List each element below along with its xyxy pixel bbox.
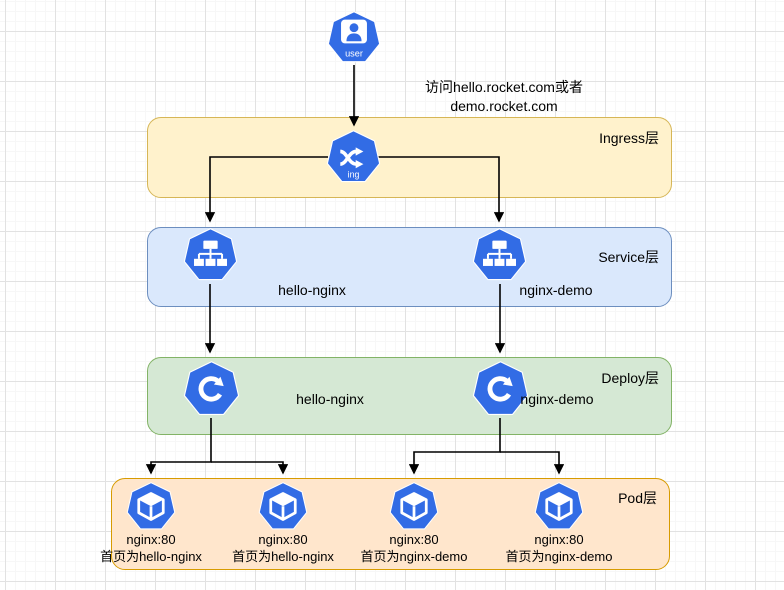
cube-icon [269,492,297,521]
service-layer-title: Service层 [598,249,659,265]
pod-desc-label: 首页为hello-nginx [232,549,334,564]
deploy-label-nginx-demo: nginx-demo [520,391,594,407]
service-icon [472,228,527,281]
access-note: 访问hello.rocket.com或者 demo.rocket.com [388,78,620,116]
shuffle-arrows-icon [339,149,357,166]
pod-node-3 [389,482,439,532]
ingress-icon: ing [326,130,381,183]
deploy-node-2 [472,361,529,418]
service-label-hello-nginx: hello-nginx [278,282,346,298]
pod-image-label: nginx:80 [258,532,308,547]
edge-ingress-to-service-1 [204,156,328,223]
pod-caption: nginx:80 首页为hello-nginx [76,531,226,565]
deploy-layer-title: Deploy层 [601,370,659,386]
tree-topology-icon [194,240,227,266]
pod-icon [126,482,176,530]
cube-icon [400,492,428,521]
pod-desc-label: 首页为nginx-demo [360,549,468,564]
access-note-line2: demo.rocket.com [450,98,558,114]
circular-arrow-icon [487,376,513,402]
user-icon: user [327,11,381,63]
service-layer-band: Service层 [147,227,672,307]
service-label-nginx-demo: nginx-demo [519,282,593,298]
deploy-node-1 [183,361,240,418]
edge-ingress-to-service-2 [378,156,505,223]
circular-arrow-icon [198,376,224,402]
ingress-layer-band: Ingress层 [147,117,672,198]
ingress-node-label: ing [348,169,360,179]
pod-caption: nginx:80 首页为hello-nginx [208,531,358,565]
pod-image-label: nginx:80 [534,532,584,547]
pod-image-label: nginx:80 [126,532,176,547]
pod-node-1 [126,482,176,532]
user-node-label: user [345,48,363,58]
edge-deploy2-to-pod4 [500,451,565,475]
edge-deploy1-to-pod2 [211,461,289,475]
pod-layer-title: Pod层 [618,490,657,506]
access-note-line1: 访问hello.rocket.com或者 [425,79,583,95]
pod-icon [534,482,584,530]
pod-node-4 [534,482,584,532]
pod-icon [389,482,439,530]
pod-image-label: nginx:80 [389,532,439,547]
deploy-label-hello-nginx: hello-nginx [296,391,364,407]
cube-icon [137,492,165,521]
pod-icon [258,482,308,530]
edge-deploy1-to-pod1 [145,418,212,475]
deploy-icon [183,361,240,416]
deploy-icon [472,361,529,416]
ingress-node: ing [326,130,381,185]
edge-deploy2-to-pod3 [408,418,501,475]
pod-caption: nginx:80 首页为nginx-demo [484,531,634,565]
cube-icon [545,492,573,521]
service-node-1 [183,228,238,283]
tree-topology-icon [483,240,516,266]
pod-desc-label: 首页为nginx-demo [505,549,613,564]
user-node: user [327,11,381,65]
pod-caption: nginx:80 首页为nginx-demo [339,531,489,565]
service-node-2 [472,228,527,283]
pod-node-2 [258,482,308,532]
pod-desc-label: 首页为hello-nginx [100,549,202,564]
service-icon [183,228,238,281]
ingress-layer-title: Ingress层 [599,130,659,146]
